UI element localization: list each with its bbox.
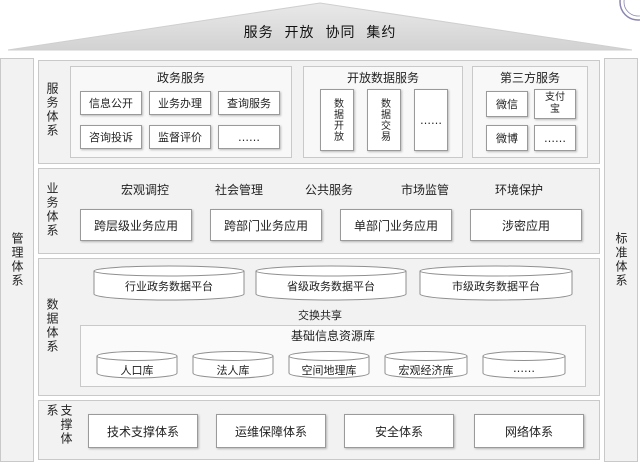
business-domain-public-service: 公共服务: [304, 183, 353, 197]
base-macro-economy-label: 宏观经济库: [398, 364, 454, 377]
open-data-item-data-trade: 数据交易: [367, 89, 401, 151]
platform-municipal-label: 市级政务数据平台: [452, 280, 540, 293]
standard-system-bar: 标准体系: [604, 58, 638, 462]
support-item-network: 网络体系: [474, 414, 584, 448]
platform-cylinder-provincial: [255, 265, 407, 301]
platform-provincial-label: 省级政务数据平台: [287, 280, 375, 293]
base-cylinder-legal-person: [192, 351, 274, 379]
business-app-classified: 涉密应用: [470, 209, 582, 241]
business-domain-social-management: 社会管理: [214, 183, 263, 197]
support-item-tech: 技术支撑体系: [88, 414, 198, 448]
data-layer-label: 数据体系: [45, 298, 59, 354]
base-legal-person-label: 法人库: [216, 364, 250, 377]
base-cylinder-population: [96, 351, 178, 379]
base-cylinder-more: [482, 351, 566, 379]
management-system-label: 管理体系: [10, 232, 24, 288]
service-item-info-disclosure: 信息公开: [80, 91, 142, 115]
base-population-label: 人口库: [120, 364, 154, 377]
platform-industry-label: 行业政务数据平台: [125, 280, 213, 293]
business-domain-market-supervision: 市场监管: [400, 183, 449, 197]
base-spatial-geo-label: 空间地理库: [301, 364, 357, 377]
service-item-supervision: 监督评价: [149, 125, 211, 149]
service-item-more: ……: [218, 125, 280, 149]
service-item-consult-complaint: 咨询投诉: [80, 125, 142, 149]
third-party-item-wechat: 微信: [486, 91, 528, 117]
business-app-cross-level: 跨层级业务应用: [80, 209, 192, 241]
third-party-item-weibo: 微博: [486, 125, 528, 151]
open-data-item-data-open: 数据开放: [320, 89, 354, 151]
exchange-share-label: 交换共享: [298, 309, 342, 322]
open-data-item-more: ……: [414, 89, 448, 151]
business-app-cross-department: 跨部门业务应用: [210, 209, 322, 241]
page-title: 服务 开放 协同 集约: [243, 25, 397, 41]
business-app-single-department: 单部门业务应用: [340, 209, 452, 241]
base-more-label: ……: [513, 362, 535, 375]
platform-cylinder-industry: [93, 265, 245, 301]
service-item-business-handling: 业务办理: [149, 91, 211, 115]
management-system-bar: 管理体系: [0, 58, 34, 462]
support-layer-label: 支撑体系: [45, 404, 73, 446]
gov-service-title: 政务服务: [156, 71, 205, 85]
roof-banner: [7, 2, 633, 51]
service-item-query: 查询服务: [218, 91, 280, 115]
base-cylinder-spatial-geo: [288, 351, 370, 379]
third-party-item-more: ……: [534, 125, 576, 151]
base-resource-title: 基础信息资源库: [290, 329, 375, 343]
third-party-item-alipay: 支付宝: [534, 89, 576, 119]
open-data-title: 开放数据服务: [346, 71, 419, 85]
support-item-ops: 运维保障体系: [216, 414, 326, 448]
platform-cylinder-municipal: [419, 265, 573, 301]
third-party-title: 第三方服务: [499, 71, 560, 85]
seal-icon: [619, 0, 640, 21]
support-item-security: 安全体系: [344, 414, 454, 448]
service-layer-label: 服务体系: [45, 82, 59, 138]
base-cylinder-macro-economy: [384, 351, 468, 379]
business-domain-macro-control: 宏观调控: [120, 183, 169, 197]
business-domain-environmental-protection: 环境保护: [494, 183, 543, 197]
standard-system-label: 标准体系: [614, 232, 628, 288]
business-layer-label: 业务体系: [45, 182, 59, 238]
